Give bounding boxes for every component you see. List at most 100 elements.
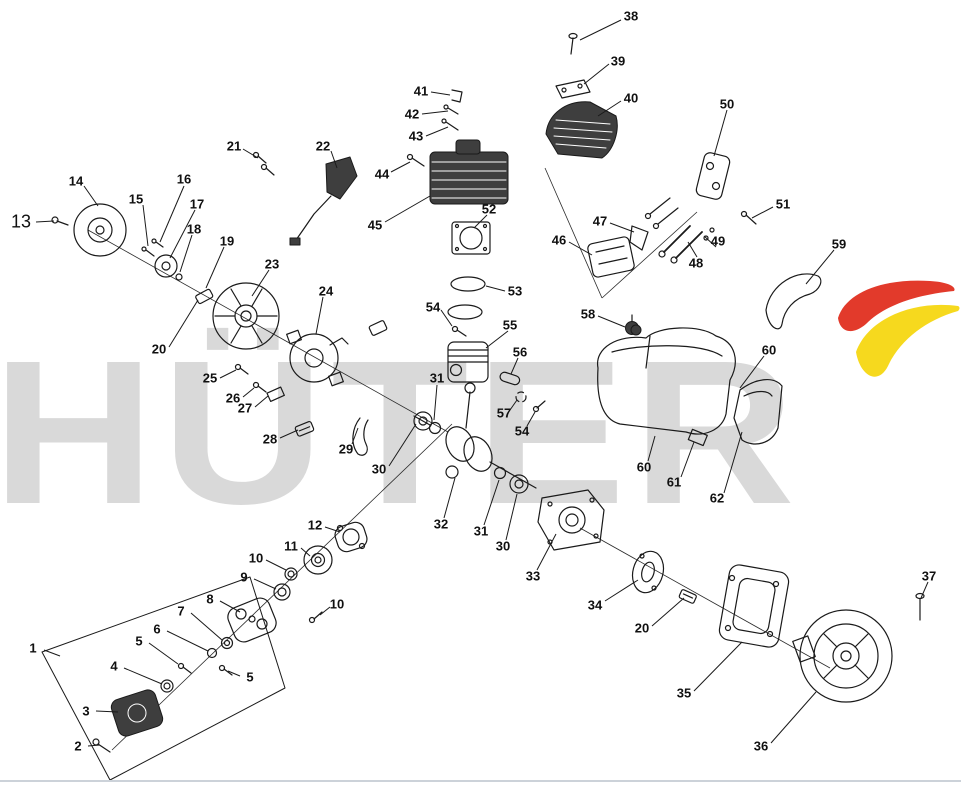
screw-10b-illustration <box>308 611 323 624</box>
part-number-label: 47 <box>592 213 608 229</box>
part-number-label: 3 <box>82 703 90 719</box>
assembly-axes <box>41 167 831 781</box>
part-number-label: 53 <box>507 283 523 299</box>
part-number-label: 5 <box>135 633 143 649</box>
part-number-label: 50 <box>719 96 735 112</box>
flywheel-illustration <box>212 282 280 350</box>
part-number-label: 20 <box>634 620 650 636</box>
part-number-label: 12 <box>307 517 323 533</box>
part-number-label: 9 <box>240 569 248 585</box>
handle-59-illustration <box>765 273 822 330</box>
recoil-starter-illustration <box>792 609 893 703</box>
part-number-label: 31 <box>429 370 445 386</box>
gasket-12-illustration <box>334 521 368 553</box>
washer-18-illustration <box>175 273 183 281</box>
crankshaft-illustration <box>413 382 537 494</box>
part-number-label: 51 <box>775 196 791 212</box>
part-number-label: 42 <box>404 106 420 122</box>
part-number-label: 55 <box>502 317 518 333</box>
clutch-8-illustration <box>227 597 277 643</box>
part-number-label: 10 <box>329 596 345 612</box>
screw-54b-illustration <box>532 400 546 413</box>
part-number-label: 32 <box>433 516 449 532</box>
part-number-label: 38 <box>623 8 639 24</box>
part-number-label: 48 <box>688 255 704 271</box>
key-19-illustration <box>195 288 214 305</box>
cylinder-illustration <box>429 139 509 205</box>
ignition-coil-illustration <box>289 156 358 246</box>
part-number-label: 13 <box>10 211 32 232</box>
bracket-50-illustration <box>644 152 731 230</box>
part-number-label: 4 <box>110 658 118 674</box>
part-number-label: 11 <box>284 538 298 554</box>
part-number-label: 58 <box>580 306 596 322</box>
piston-rings-illustration <box>447 276 486 320</box>
part-number-label: 5 <box>246 669 254 685</box>
part-number-label: 26 <box>225 390 241 406</box>
bracket-39-illustration <box>555 79 591 99</box>
screw-26-illustration <box>252 381 267 393</box>
part-number-label: 10 <box>248 550 264 566</box>
brand-watermark: HÜTER <box>0 318 802 547</box>
part-number-label: 59 <box>831 236 847 252</box>
part-number-label: 2 <box>74 738 82 754</box>
screw-13-illustration <box>51 216 69 226</box>
part-number-label: 60 <box>761 342 777 358</box>
part-number-label: 46 <box>551 232 567 248</box>
bracket-61-illustration <box>687 428 708 447</box>
backplate-35-illustration <box>718 564 790 648</box>
pin-clip-illustration <box>515 391 527 403</box>
key-28-illustration <box>294 420 315 437</box>
part-number-label: 61 <box>666 474 682 490</box>
part-number-label: 19 <box>219 233 235 249</box>
screws-15-16-illustration <box>141 238 164 257</box>
part-number-label: 8 <box>206 591 214 607</box>
part-number-label: 36 <box>753 738 769 754</box>
washer-9-illustration <box>273 583 291 601</box>
bracket-41-43-illustration <box>441 89 463 131</box>
flange-34-illustration <box>631 550 665 594</box>
part-number-label: 22 <box>315 138 331 154</box>
muffler-illustration <box>587 225 715 278</box>
washer-4-illustration <box>160 679 174 693</box>
part-number-label: 57 <box>496 405 512 421</box>
screw-44-illustration <box>406 153 425 167</box>
logo-swoosh-yellow <box>856 304 960 377</box>
part-number-label: 41 <box>413 83 429 99</box>
plate-27-illustration <box>266 386 285 403</box>
brand-logo-swoosh <box>838 280 960 377</box>
screw-38-illustration <box>568 32 578 55</box>
part-number-label: 31 <box>473 523 489 539</box>
part-number-label: 15 <box>128 191 144 207</box>
part-number-label: 18 <box>186 221 202 237</box>
part-number-label: 33 <box>525 568 541 584</box>
part-number-label: 39 <box>610 53 626 69</box>
pawl-gear-illustration <box>154 254 178 278</box>
screw-54a-illustration <box>451 325 467 337</box>
part-number-label: 35 <box>676 685 692 701</box>
part-number-label: 14 <box>68 173 84 189</box>
wire-29-illustration <box>352 417 369 456</box>
part-number-label: 60 <box>636 459 652 475</box>
part-number-label: 6 <box>153 621 161 637</box>
bottom-divider <box>0 780 961 782</box>
drum-11-illustration <box>303 545 333 575</box>
part-number-label: 30 <box>495 538 511 554</box>
screw-5b-illustration <box>218 664 233 676</box>
nut-6-illustration <box>206 647 218 659</box>
ignition-module-illustration <box>286 329 349 387</box>
part-number-label: 54 <box>514 423 530 439</box>
part-number-label: 27 <box>237 400 253 416</box>
part-number-label: 25 <box>202 370 218 386</box>
part-number-label: 17 <box>189 196 205 212</box>
part-number-label: 30 <box>371 461 387 477</box>
clutch-drum-3-illustration <box>110 689 164 737</box>
part-number-label: 24 <box>318 283 334 299</box>
screws-21-illustration <box>252 151 275 176</box>
part-number-label: 49 <box>710 233 726 249</box>
gasket-52-illustration <box>451 221 491 255</box>
part-number-label: 62 <box>709 490 725 506</box>
key-20b-illustration <box>678 589 697 604</box>
